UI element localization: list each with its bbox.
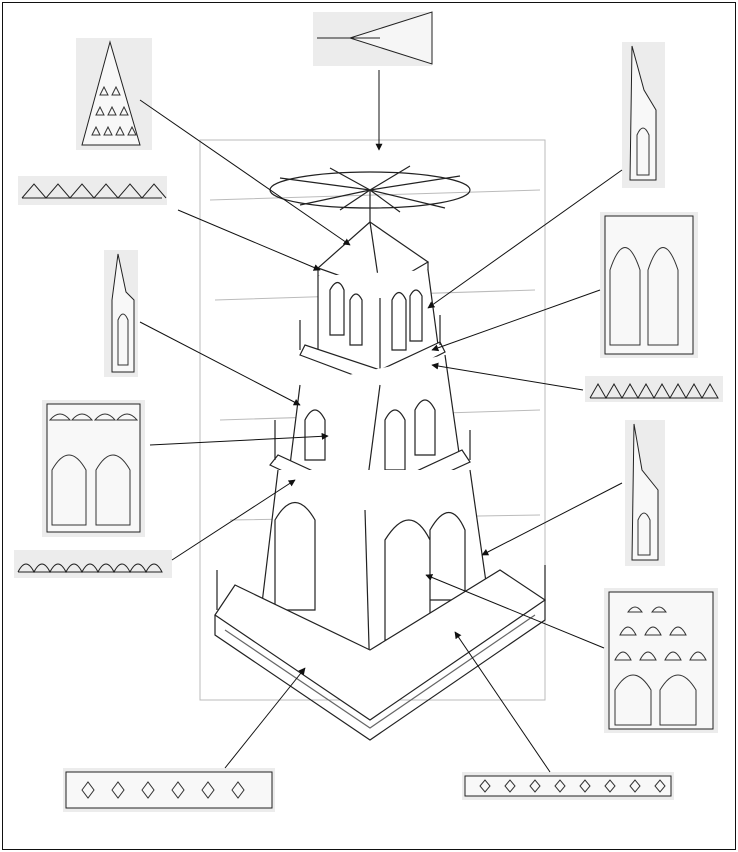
arrow-roof-panel: [139, 99, 351, 246]
part-right-rail-strip: [585, 376, 723, 402]
arrow-right-spire: [427, 169, 623, 309]
part-right-arch-panel: [600, 212, 698, 358]
pyramid-drawing: [214, 165, 547, 741]
fan-blades: [269, 165, 471, 225]
arrow-base-strip-left: [224, 667, 306, 769]
part-large-arch-panel: [604, 588, 718, 733]
part-fan-blade: [313, 11, 433, 66]
part-roof-panel: [76, 38, 152, 150]
part-double-arch-panel: [42, 400, 145, 537]
part-right-spire-small: [625, 420, 665, 566]
part-base-strip-right: [462, 772, 674, 800]
arrow-right-rail-strip: [431, 362, 584, 391]
arrow-right-spire-small: [481, 482, 623, 556]
arrow-base-strip-right: [454, 631, 551, 773]
arrow-left-spire: [139, 321, 301, 406]
part-lower-rail-strip-left: [14, 550, 172, 578]
arrow-lower-rail-strip-left: [171, 479, 296, 561]
part-base-strip-left: [63, 768, 275, 812]
arrow-right-arch-panel: [431, 289, 601, 352]
part-top-rail-strip: [18, 176, 167, 205]
base-tray: [214, 569, 547, 721]
arrow-double-arch-panel: [149, 432, 329, 446]
arrow-top-rail-strip: [177, 209, 321, 271]
part-left-spire: [104, 250, 138, 377]
part-right-spire: [622, 42, 665, 188]
arrow-large-arch-panel: [425, 574, 605, 649]
